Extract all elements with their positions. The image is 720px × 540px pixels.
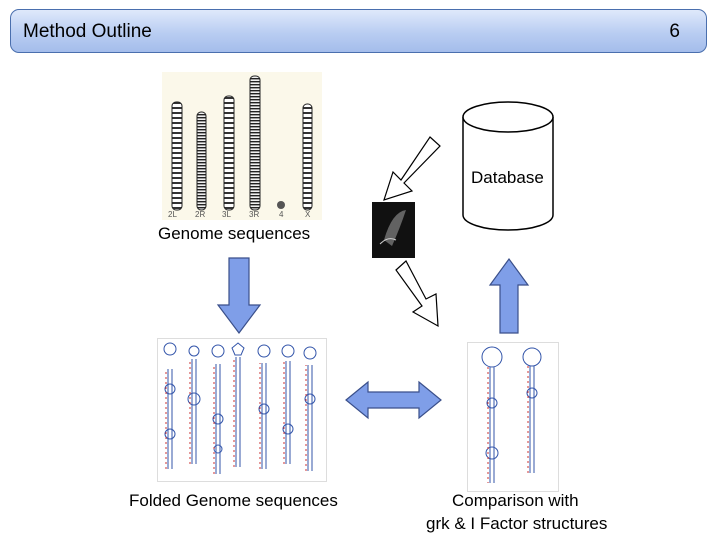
title-bar: Method Outline 6 bbox=[10, 9, 707, 53]
arrow-to-comparison-icon bbox=[395, 260, 439, 328]
comparison-label-line2: grk & I Factor structures bbox=[426, 514, 608, 533]
folded-genome-label: Folded Genome sequences bbox=[129, 491, 338, 510]
chromosome-label-x: X bbox=[305, 210, 311, 219]
slide-number: 6 bbox=[669, 21, 680, 42]
arrow-down-blue-icon bbox=[216, 257, 262, 334]
database-label: Database bbox=[471, 168, 544, 187]
arrow-to-image-icon bbox=[383, 136, 441, 201]
double-arrow-blue-icon bbox=[345, 380, 442, 420]
chromosome-label-2r: 2R bbox=[195, 210, 206, 219]
comparison-label-line1: Comparison with bbox=[452, 491, 579, 510]
chromosome-label-2l: 2L bbox=[168, 210, 177, 219]
slide-title: Method Outline bbox=[23, 21, 152, 42]
chromosome-label-4: 4 bbox=[279, 210, 284, 219]
chromosome-image: 2L 2R 3L 3R 4 X bbox=[162, 72, 322, 220]
chromosome-label-3r: 3R bbox=[249, 210, 260, 219]
chromosome-label-3l: 3L bbox=[222, 210, 231, 219]
genome-sequences-label: Genome sequences bbox=[158, 224, 311, 243]
comparison-structures-image bbox=[467, 342, 559, 492]
folded-structures-image bbox=[157, 338, 327, 482]
arrow-up-blue-icon bbox=[488, 257, 530, 334]
database-cylinder-icon bbox=[462, 101, 554, 231]
